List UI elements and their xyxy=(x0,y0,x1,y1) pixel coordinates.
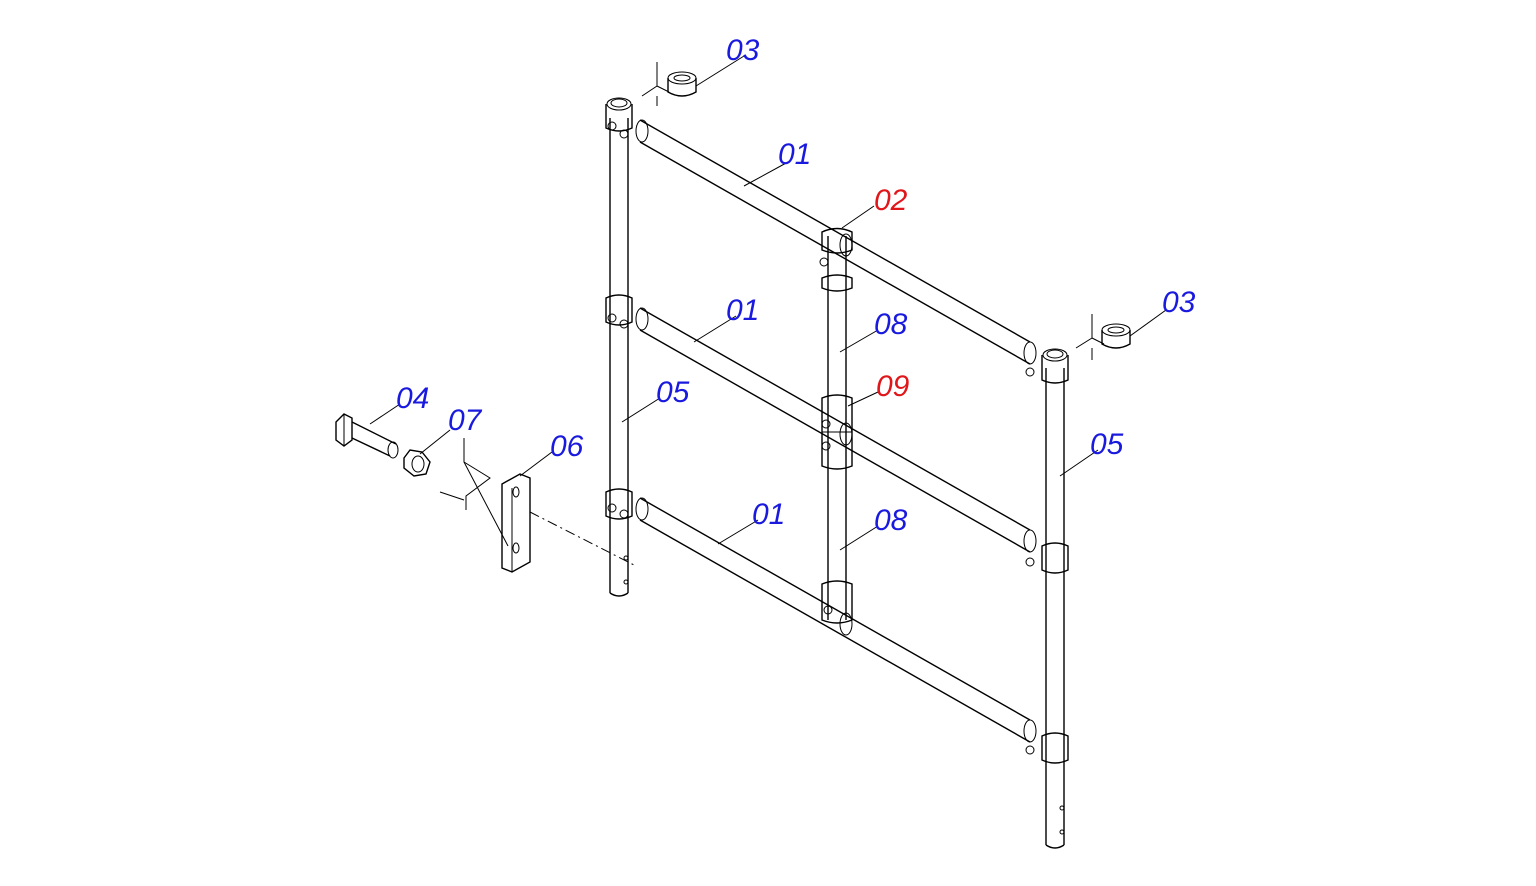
callout-bottom-rail: 01 xyxy=(752,498,785,531)
end-cap-right xyxy=(1075,314,1131,360)
callout-bolt: 04 xyxy=(396,382,429,415)
top-rail xyxy=(635,119,1037,365)
leader-lines xyxy=(369,55,1167,551)
callout-middle-rail: 01 xyxy=(726,294,759,327)
callout-end-cap-top-left: 03 xyxy=(726,34,760,67)
callout-labels: 03 01 02 03 01 08 09 05 05 04 07 06 01 0… xyxy=(396,34,1196,537)
right-post xyxy=(1025,348,1069,849)
callout-middle-post-lower: 08 xyxy=(874,504,908,537)
nut xyxy=(403,449,431,477)
callout-nut: 07 xyxy=(448,404,483,437)
callout-bracket: 06 xyxy=(550,430,584,463)
bolt xyxy=(335,413,399,459)
middle-rail xyxy=(635,307,1037,553)
callout-clamp-top-middle: 02 xyxy=(874,184,908,217)
left-post xyxy=(605,97,633,597)
callout-left-post: 05 xyxy=(656,376,690,409)
callout-middle-post-upper: 08 xyxy=(874,308,908,341)
end-cap-left xyxy=(641,62,697,106)
callout-right-post: 05 xyxy=(1090,428,1124,461)
callout-clamp-middle: 09 xyxy=(876,370,910,403)
bottom-rail xyxy=(635,497,1037,743)
callout-end-cap-top-right: 03 xyxy=(1162,286,1196,319)
callout-top-rail: 01 xyxy=(778,138,811,171)
bracket xyxy=(439,438,637,573)
middle-post xyxy=(819,227,853,624)
